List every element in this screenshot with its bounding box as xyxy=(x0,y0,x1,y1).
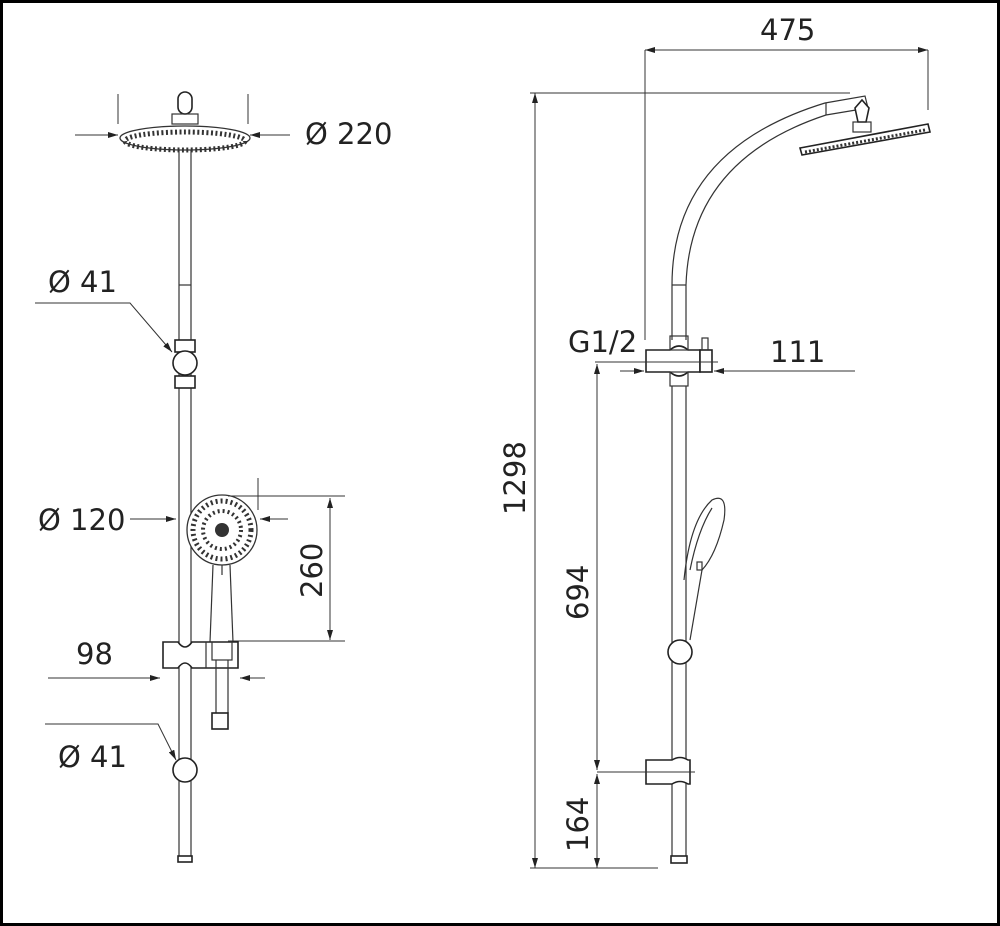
lower-connector xyxy=(45,723,198,783)
dim-diverter-depth: 111 xyxy=(770,335,825,369)
upper-connector xyxy=(35,302,198,389)
front-view: Ø 220 Ø 41 Ø 120 260 xyxy=(35,91,392,863)
dim-arm-projection: 475 xyxy=(760,13,815,47)
shower-arm xyxy=(671,95,931,340)
dim-holder-width: 98 xyxy=(76,637,113,671)
overhead-shower xyxy=(75,91,290,153)
side-view: 475 1298 G1/2 111 xyxy=(498,13,931,869)
dim-overhead-diameter: Ø 220 xyxy=(305,117,392,151)
dim-thread: G1/2 xyxy=(568,325,637,359)
dim-total-height: 1298 xyxy=(498,441,532,515)
dim-bracket-height: 164 xyxy=(561,797,595,852)
side-rail-pipe xyxy=(597,386,695,864)
dim-hand-shower-diameter: Ø 120 xyxy=(38,503,125,537)
riser-pipe xyxy=(177,150,193,863)
hand-shower xyxy=(186,478,345,643)
dim-hand-shower-length: 260 xyxy=(295,543,329,598)
hand-shower-holder xyxy=(162,641,239,730)
dim-lower-connector: Ø 41 xyxy=(58,740,127,774)
dim-inlet-height: 694 xyxy=(561,565,595,620)
diverter-body xyxy=(595,335,718,387)
dim-upper-connector: Ø 41 xyxy=(48,265,117,299)
side-hand-shower xyxy=(683,497,726,641)
